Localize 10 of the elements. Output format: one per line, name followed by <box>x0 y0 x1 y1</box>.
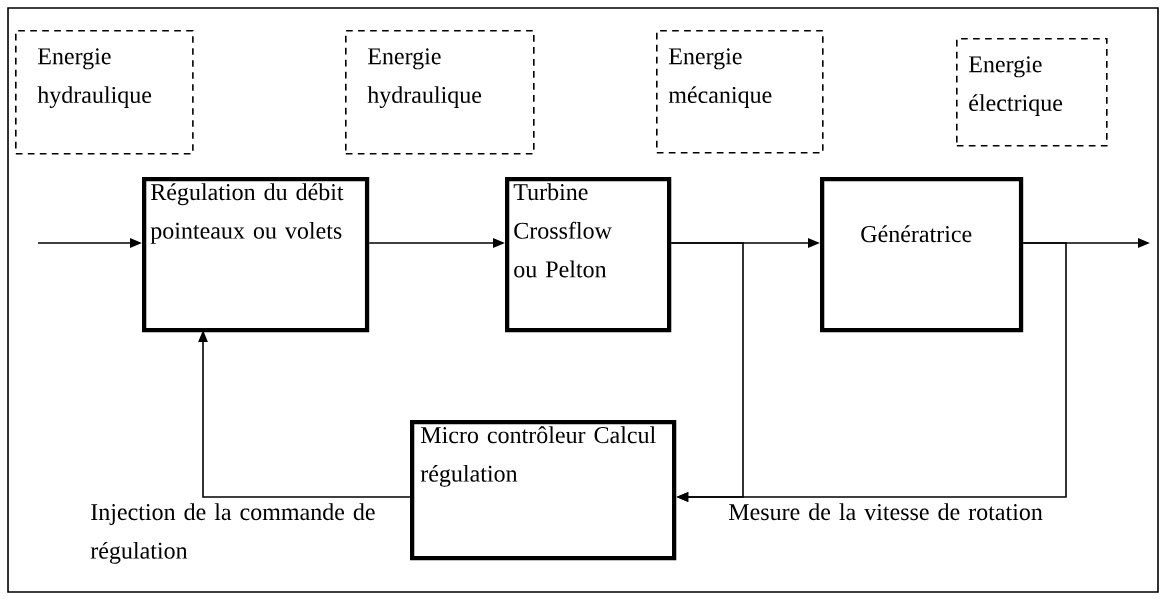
energy-box: Energie électrique <box>956 38 1108 147</box>
process-box: Génératrice <box>820 177 1024 333</box>
process-box: Turbine Crossflow ou Pelton <box>505 177 672 333</box>
annotation-text: Injection de la commande de régulation <box>90 503 375 564</box>
energy-box: Energie mécanique <box>656 30 824 154</box>
energy-box: Energie hydraulique <box>15 30 194 155</box>
energy-box: Energie hydraulique <box>345 30 535 155</box>
annotation-text: Mesure de la vitesse de rotation <box>728 503 1043 521</box>
process-box: Micro contrôleur Calcul régulation <box>410 420 677 561</box>
process-box: Régulation du débit pointeaux ou volets <box>142 177 370 333</box>
